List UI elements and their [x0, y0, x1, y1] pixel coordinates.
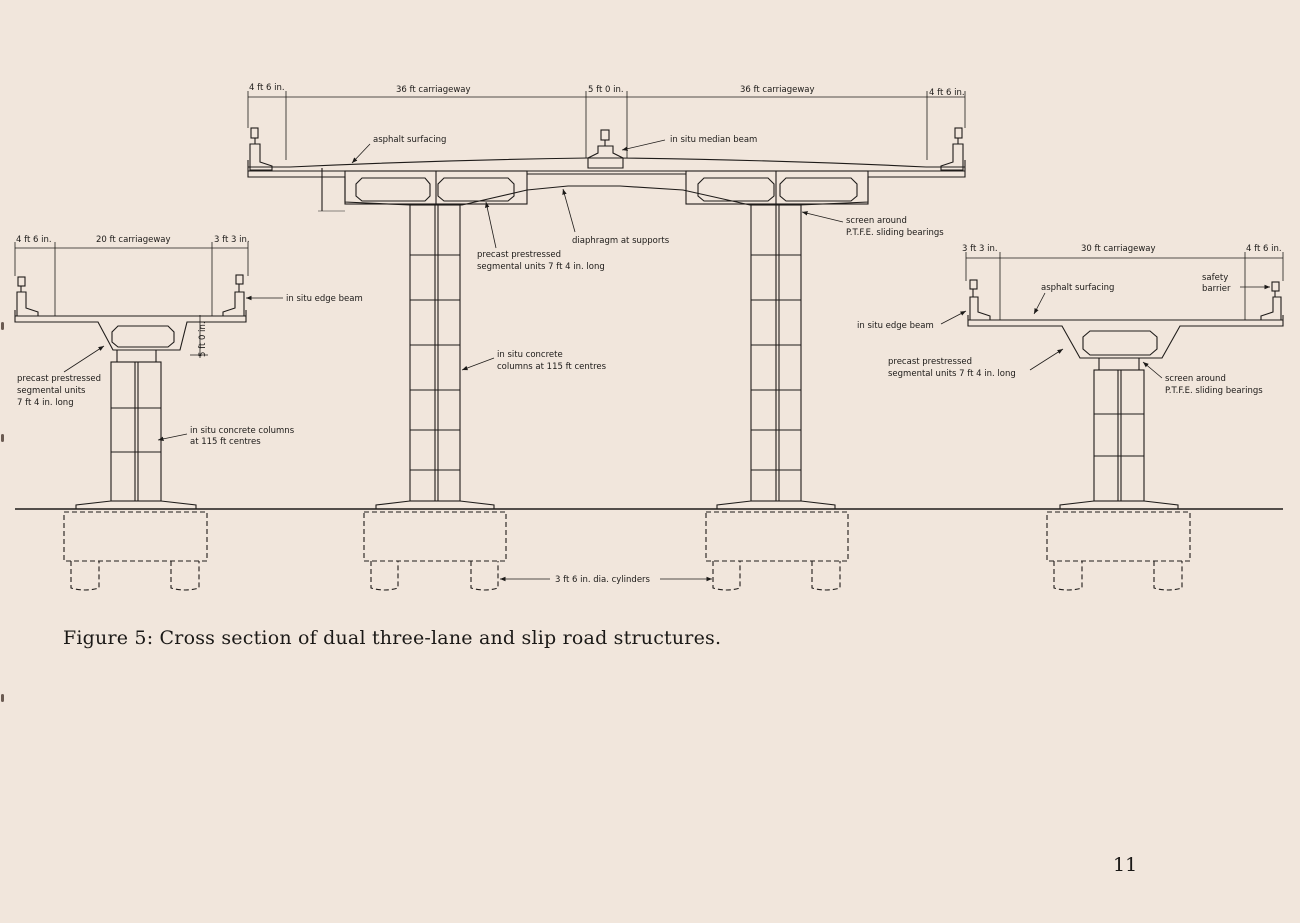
label-left-edge-beam: in situ edge beam — [286, 294, 363, 304]
dim-left-carriageway: 20 ft carriageway — [96, 235, 171, 245]
binding-hole-mark — [1, 322, 4, 330]
dim-main-carriageway-right: 36 ft carriageway — [740, 85, 815, 95]
dim-right-left-edge: 3 ft 3 in. — [962, 244, 998, 254]
edge-barrier-left — [249, 143, 273, 171]
dim-left-depth: 5 ft 0 in. — [198, 321, 208, 357]
right-slip-structure — [940, 252, 1284, 591]
dim-left-right-edge: 3 ft 3 in. — [214, 235, 250, 245]
label-left-units-2: segmental units — [17, 386, 86, 396]
label-right-screen-2: P.T.F.E. sliding bearings — [1165, 386, 1263, 396]
left-slip-structure — [14, 242, 283, 591]
right-slip-box — [1082, 330, 1158, 356]
label-right-screen-1: screen around — [1165, 374, 1226, 384]
figure-caption: Figure 5: Cross section of dual three-la… — [63, 627, 722, 649]
label-left-columns-1: in situ concrete columns — [190, 426, 295, 436]
edge-barrier-right — [940, 143, 964, 171]
label-diaphragm: diaphragm at supports — [572, 236, 670, 246]
label-main-screen-1: screen around — [846, 216, 907, 226]
dim-right-carriageway: 30 ft carriageway — [1081, 244, 1156, 254]
label-left-columns-2: at 115 ft centres — [190, 437, 261, 447]
label-right-units-2: segmental units 7 ft 4 in. long — [888, 369, 1016, 379]
label-main-columns-2: columns at 115 ft centres — [497, 362, 607, 372]
right-slip-deck — [967, 315, 1284, 359]
main-column-right — [716, 204, 836, 509]
label-right-units-1: precast prestressed — [888, 357, 972, 367]
label-left-units-3: 7 ft 4 in. long — [17, 398, 74, 408]
main-structure — [247, 91, 966, 591]
left-slip-box — [111, 325, 175, 348]
label-right-asphalt: asphalt surfacing — [1041, 283, 1114, 293]
box-girder-right — [685, 170, 869, 205]
left-slip-deck — [14, 310, 247, 351]
label-barrier-1: safety — [1202, 273, 1228, 283]
median-beam — [587, 145, 624, 169]
label-main-screen-2: P.T.F.E. sliding bearings — [846, 228, 944, 238]
dim-right-right-edge: 4 ft 6 in. — [1246, 244, 1282, 254]
dim-main-median: 5 ft 0 in. — [588, 85, 624, 95]
dim-main-left-edge: 4 ft 6 in. — [249, 83, 285, 93]
label-cylinders: 3 ft 6 in. dia. cylinders — [555, 575, 651, 585]
binding-hole-mark — [1, 434, 4, 442]
label-median-beam: in situ median beam — [670, 135, 757, 145]
dim-left-edge: 4 ft 6 in. — [16, 235, 52, 245]
label-main-units-1: precast prestressed — [477, 250, 561, 260]
label-left-units-1: precast prestressed — [17, 374, 101, 384]
label-main-units-2: segmental units 7 ft 4 in. long — [477, 262, 605, 272]
asphalt-surface — [289, 157, 927, 168]
binding-hole-mark — [1, 694, 4, 702]
label-main-columns-1: in situ concrete — [497, 350, 563, 360]
label-right-edge-beam: in situ edge beam — [857, 321, 934, 331]
main-foundations — [363, 511, 849, 591]
label-barrier-2: barrier — [1202, 284, 1231, 294]
dim-main-right-edge: 4 ft 6 in. — [929, 88, 965, 98]
page-number: 11 — [1113, 854, 1138, 876]
label-main-asphalt: asphalt surfacing — [373, 135, 446, 145]
main-column-left — [375, 204, 495, 509]
dim-main-carriageway-left: 36 ft carriageway — [396, 85, 471, 95]
main-deck-outline — [247, 160, 966, 206]
